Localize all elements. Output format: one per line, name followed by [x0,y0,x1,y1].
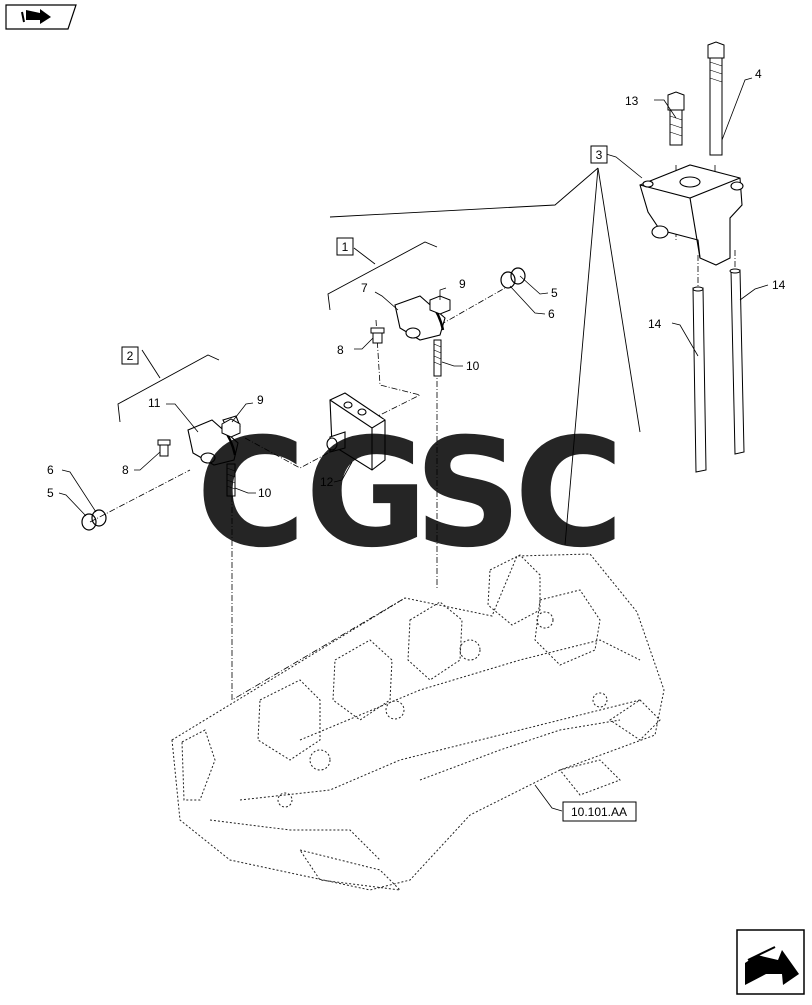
watermark-letter: C [514,407,624,581]
reference-label[interactable]: 10.101.AA [571,805,627,819]
callout-3: 3 [596,148,603,162]
callout-6-lower: 6 [47,463,54,477]
next-page-arrow-icon[interactable] [736,929,805,995]
cylinder-head-block [171,553,665,891]
back-arrow-icon[interactable] [5,4,77,30]
callout-11: 11 [148,396,161,410]
adjusting-screws [157,327,385,457]
callout-14-left: 14 [648,317,662,331]
callout-7: 7 [361,281,368,295]
callout-9-upper: 9 [459,277,466,291]
push-rods [692,268,745,473]
callout-5-upper: 5 [551,286,558,300]
callout-10-lower: 10 [258,486,272,500]
leader-lines [58,77,769,812]
watermark-letter: G [305,407,428,581]
callout-6-upper: 6 [548,307,555,321]
rocker-shaft-block [326,392,386,471]
group-callout-boxes [121,145,637,822]
callout-8-upper: 8 [337,343,344,357]
callout-13: 13 [625,94,639,108]
long-bolt [707,41,725,156]
callout-2: 2 [127,349,134,363]
nuts [221,295,451,438]
callout-10-upper: 10 [466,359,480,373]
callout-1: 1 [342,240,349,254]
callout-8-lower: 8 [122,463,129,477]
short-bolt [667,91,685,146]
watermark-letter: S [414,407,522,581]
group-brackets [117,167,641,546]
callout-12: 12 [320,475,334,489]
callout-4: 4 [755,67,762,81]
watermark-letter: C [196,407,306,581]
seal-rings [81,267,526,531]
callout-5-lower: 5 [47,486,54,500]
valve-bridge [639,164,744,266]
callout-9-lower: 9 [257,393,264,407]
watermark: C G S C [196,407,624,581]
callout-14-right: 14 [772,278,786,292]
studs [226,339,442,497]
